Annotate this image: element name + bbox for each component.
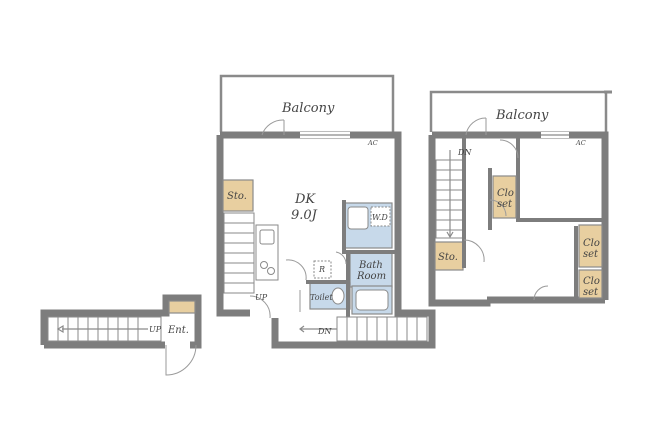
bathtub — [355, 289, 389, 311]
shoe-storage — [168, 300, 196, 314]
ac-left-label: AC — [367, 139, 378, 147]
dk-outer-wall — [220, 131, 402, 318]
storage-left-label: Sto. — [227, 191, 247, 202]
refrigerator-label: R — [318, 265, 325, 274]
storage-door-swing — [463, 239, 485, 263]
up-center-label: UP — [255, 293, 268, 302]
dk-left-wall — [216, 135, 250, 317]
storage-right — [434, 241, 464, 271]
closet-c-label-1: Clo — [583, 276, 600, 287]
washbasin — [347, 206, 369, 230]
balcony-left-label: Balcony — [281, 101, 335, 116]
entrance-door-swing — [165, 344, 197, 376]
dn-center-label: DN — [317, 327, 332, 336]
toilet-bowl — [331, 287, 345, 305]
wd-label: W.D — [372, 213, 388, 222]
kitchen-sink — [259, 229, 275, 245]
wash-partition — [342, 200, 398, 254]
dn-arrow-head — [299, 325, 305, 333]
stairs-dn — [336, 316, 428, 342]
dn-upper-arrow-head — [446, 231, 454, 239]
refrigerator-space — [313, 260, 332, 279]
stove-burner-2 — [267, 267, 275, 275]
bath-label: Bath — [358, 260, 383, 271]
closet-a-label-1: Clo — [497, 188, 514, 199]
stove-burner-1 — [260, 261, 268, 269]
main-unit — [216, 74, 436, 349]
entrance-wall — [40, 294, 202, 349]
room-partition — [516, 136, 605, 222]
balcony-right-rail — [429, 90, 608, 132]
storage-right-label: Sto. — [438, 252, 458, 263]
bottom-door-swing — [533, 285, 549, 301]
up-arrow-head — [56, 324, 64, 334]
dn-upper-label: DN — [457, 148, 472, 157]
labels: Balcony Balcony DK 9.0J Sto. Sto. W.D R … — [149, 101, 600, 336]
storage-left — [222, 179, 254, 212]
closet-door-swing — [489, 199, 507, 217]
up-ent-label: UP — [149, 325, 162, 334]
stair-door-swing — [249, 295, 271, 319]
closet-a-label-2: set — [497, 199, 513, 210]
balcony-right-door — [465, 117, 487, 136]
bath-room — [349, 252, 393, 288]
closet-a — [492, 175, 517, 219]
dk-size-label: 9.0J — [291, 208, 318, 223]
upper-unit — [428, 90, 612, 307]
closet-b-label-2: set — [583, 249, 599, 260]
room-label: Room — [356, 271, 386, 282]
balcony-left-rail — [219, 74, 395, 132]
dk-label: DK — [294, 192, 316, 207]
room-door-swing — [499, 139, 519, 159]
balcony-right-label: Balcony — [495, 108, 549, 123]
closet-b — [578, 224, 603, 268]
balcony-door-swing — [261, 119, 285, 136]
ac-right-label: AC — [575, 139, 586, 147]
upper-outer-wall-right — [432, 131, 609, 300]
washing-machine-space — [370, 206, 391, 227]
closet-b-label-1: Clo — [583, 238, 600, 249]
stairs-left-treads — [224, 222, 254, 284]
entrance-unit — [40, 294, 202, 376]
bath-door-swing — [335, 251, 347, 265]
toilet-door-swing — [285, 259, 307, 281]
closet-c-label-2: set — [583, 287, 599, 298]
stairs-dn-treads — [346, 317, 418, 341]
corridor-wall — [271, 309, 436, 349]
ent-label: Ent. — [167, 325, 189, 336]
toilet-label: Toilet — [310, 293, 333, 302]
closet-c — [578, 269, 603, 299]
